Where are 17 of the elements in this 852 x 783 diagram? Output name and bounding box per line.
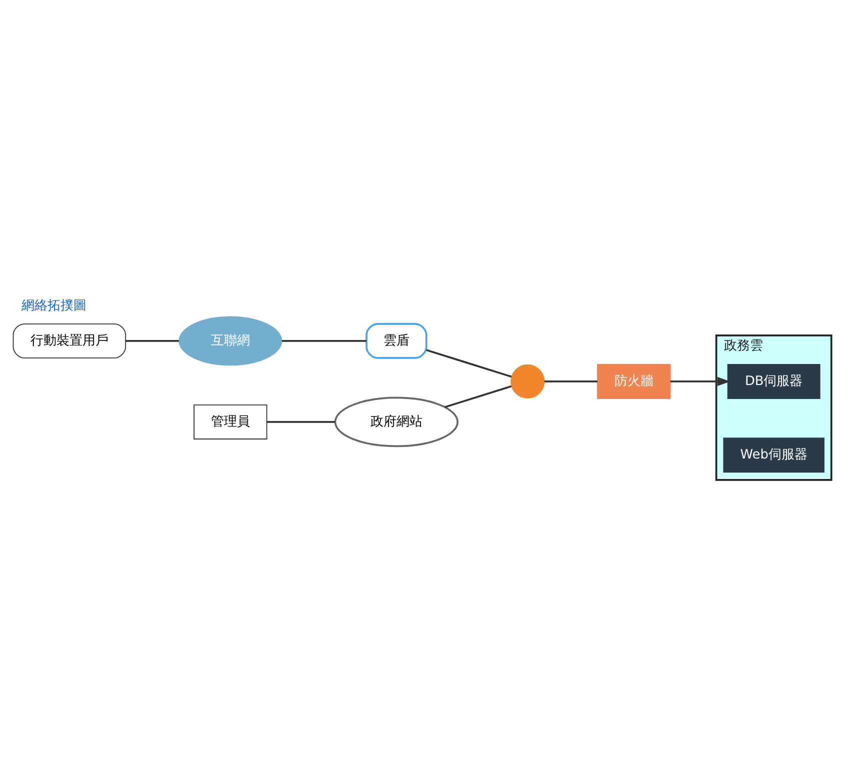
connector	[426, 349, 512, 378]
connector	[266, 421, 336, 423]
node-box: 雲盾	[366, 323, 428, 359]
node-circle	[510, 364, 545, 398]
node-box: DB伺服器	[727, 364, 820, 399]
diagram-title: 網絡拓撲圖	[21, 298, 86, 314]
node-ellipse: 互聯網	[178, 316, 282, 366]
node-box: 管理員	[194, 404, 268, 440]
connector	[282, 340, 366, 342]
connector	[444, 385, 512, 408]
node-box: 行動裝置用戶	[12, 323, 126, 358]
node-ellipse: 政府網站	[334, 396, 458, 448]
connector	[126, 340, 179, 342]
node-box: 防火牆	[597, 364, 671, 399]
node-box: Web伺服器	[723, 438, 824, 473]
arrow	[670, 376, 730, 386]
connector	[544, 380, 598, 382]
